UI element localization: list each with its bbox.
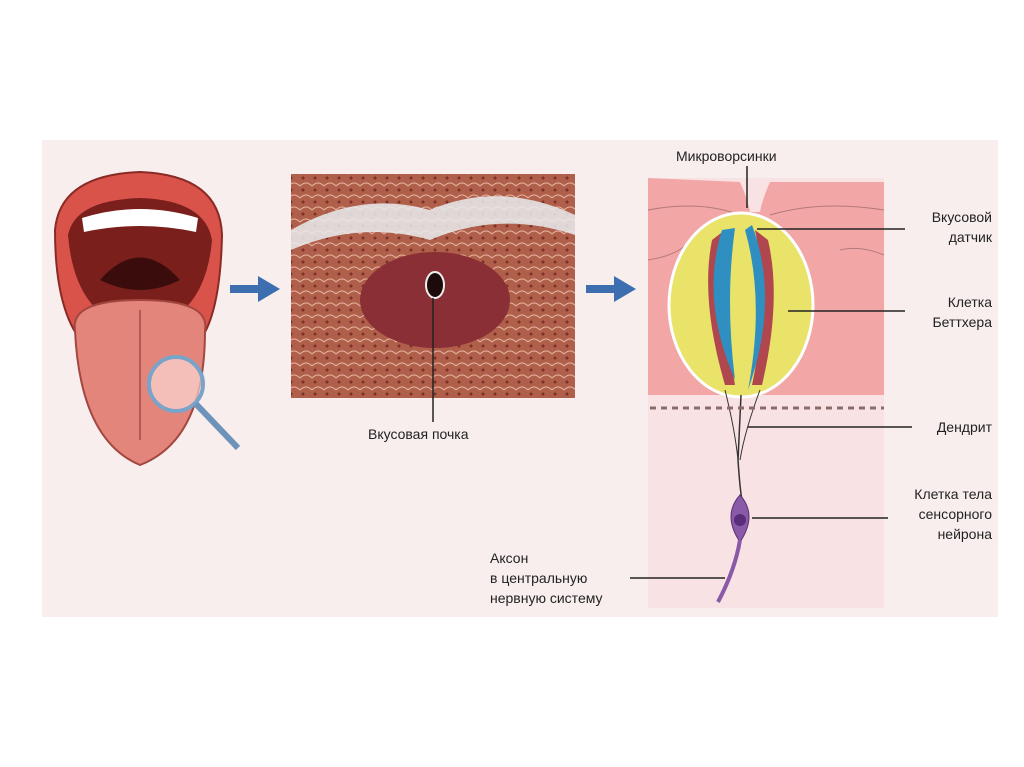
label-line: нейрона [937, 526, 992, 542]
label-axon: Аксон в центральную нервную систему [490, 548, 603, 608]
label-microvilli: Микроворсинки [676, 148, 777, 164]
magnifier-icon [147, 355, 241, 451]
label-line: нервную систему [490, 590, 603, 606]
mouth-illustration [53, 170, 224, 467]
label-dendrite: Дендрит [936, 419, 992, 435]
arrow-icon [230, 276, 636, 302]
label-neuron-body: Клетка тела сенсорного нейрона [914, 484, 992, 544]
label-line: Клетка [947, 294, 992, 310]
label-line: Вкусовой [931, 209, 992, 225]
label-taste-bud: Вкусовая почка [368, 426, 469, 442]
label-line: Аксон [490, 550, 529, 566]
label-line: Клетка тела [914, 486, 992, 502]
label-line: датчик [948, 229, 992, 245]
label-line: Беттхера [932, 314, 992, 330]
leader-lines [630, 166, 912, 579]
label-taste-receptor: Вкусовой датчик [932, 207, 992, 247]
taste-bud-cross-section [647, 178, 885, 608]
label-line: сенсорного [918, 506, 992, 522]
label-line: в центральную [490, 570, 588, 586]
